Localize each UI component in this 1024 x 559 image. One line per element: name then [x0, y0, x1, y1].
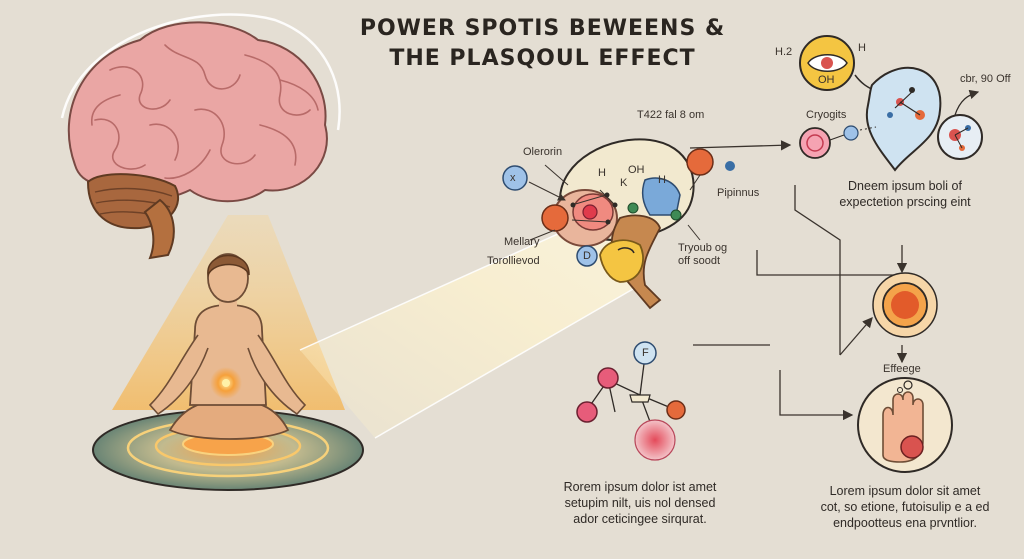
title-line-1: POWER SPOTIS BEWEENS &	[359, 16, 726, 41]
caption-top-right-line-2: expectetion prscing eint	[839, 195, 971, 209]
caption-top-right: Dneem ipsum boli of expectetion prscing …	[790, 178, 1020, 210]
label-tryoub-2: off soodt	[678, 255, 720, 267]
orange-target-node	[872, 272, 938, 338]
label-cbr: cbr, 90 Off	[960, 73, 1011, 85]
label-oh: OH	[628, 164, 645, 176]
label-h-top: H	[858, 42, 866, 54]
label-oh-top: OH	[818, 74, 835, 86]
label-torollievod: Torollievod	[487, 255, 540, 267]
caption-bottom-right: Lorem ipsum dolor sit amet cot, so etion…	[790, 483, 1020, 531]
caption-bottom-center-line-1: Rorem ipsum dolor ist amet	[563, 480, 717, 494]
satellite-nodes	[502, 148, 735, 267]
title-line-2: THE PLASQOUL EFFECT	[389, 46, 696, 71]
chemical-panel	[799, 35, 983, 172]
cross-section-illustration	[541, 138, 695, 310]
label-tryoub-1: Tryoub og	[678, 242, 728, 254]
badge-f: F	[642, 347, 649, 359]
label-mellary: Mellary	[504, 236, 540, 248]
label-t422: T422 fal 8 om	[637, 109, 705, 121]
label-h2-top: H.2	[775, 46, 793, 58]
label-k: K	[620, 177, 628, 189]
label-effege: Effeege	[883, 363, 921, 375]
caption-bottom-right-line-2: cot, so etione, futoisulip e a ed	[820, 500, 990, 514]
brain-halo-arc	[60, 13, 341, 131]
hand-circle	[857, 377, 953, 473]
label-h: H	[598, 167, 606, 179]
caption-bottom-center: Rorem ipsum dolor ist amet setupim nilt,…	[520, 479, 760, 527]
label-oleroin: Olerorin	[523, 146, 563, 158]
brainstem	[143, 198, 175, 260]
light-ray	[300, 215, 640, 438]
caption-bottom-right-line-3: endpootteus ena prvntlior.	[833, 516, 977, 530]
connector-arrows	[689, 140, 908, 421]
brain-illustration	[67, 21, 328, 260]
meditating-figure	[148, 253, 307, 440]
caption-bottom-right-line-1: Lorem ipsum dolor sit amet	[829, 484, 981, 498]
label-pipinnus: Pipinnus	[717, 187, 760, 199]
molecule-diagram	[576, 341, 686, 461]
caption-bottom-center-line-3: ador ceticingee sirqurat.	[573, 512, 707, 526]
label-h-2: H	[658, 174, 666, 186]
label-cryogits: Cryogits	[806, 109, 847, 121]
caption-bottom-center-line-2: setupim nilt, uis nol densed	[564, 496, 716, 510]
caption-top-right-line-1: Dneem ipsum boli of	[848, 179, 962, 193]
badge-d: D	[583, 250, 591, 262]
badge-x: x	[510, 172, 516, 184]
